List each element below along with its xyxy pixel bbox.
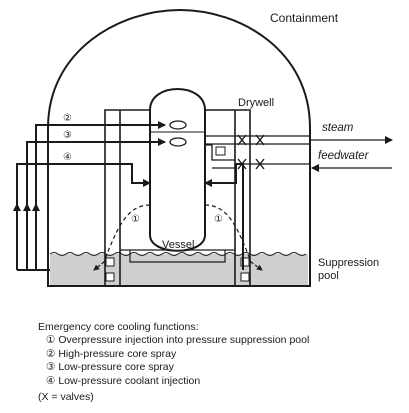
feedwater-valve-inner xyxy=(237,158,247,170)
feedwater-header xyxy=(205,144,235,169)
spray-nozzle-upper xyxy=(169,120,187,130)
feedwater-valve-outer xyxy=(255,158,265,170)
vent-left-lower xyxy=(105,272,115,282)
overpressure-path-right xyxy=(204,204,252,263)
vent-right-lower xyxy=(240,272,250,282)
vent-left-upper xyxy=(105,257,115,267)
overpressure-arrow-right xyxy=(250,261,263,271)
marker-line-3: ③ xyxy=(63,130,72,141)
line-high-pressure-spray xyxy=(35,121,166,270)
containment-outline xyxy=(47,8,311,287)
legend-item-4: ④ Low-pressure coolant injection xyxy=(46,374,201,387)
marker-line-4: ④ xyxy=(63,152,72,163)
pool-surface-wave xyxy=(49,252,307,256)
label-vessel: Vessel xyxy=(162,239,194,251)
legend-item-1: ① Overpressure injection into pressure s… xyxy=(46,334,310,347)
spray-nozzle-lower xyxy=(169,137,187,147)
legend-item-3: ③ Low-pressure core spray xyxy=(46,361,174,374)
marker-line-2: ② xyxy=(63,113,72,124)
check-valve xyxy=(215,146,226,156)
legend-item-2: ② High-pressure core spray xyxy=(46,347,177,360)
label-feedwater: feedwater xyxy=(318,150,370,162)
vent-right-upper xyxy=(240,257,250,267)
marker-line-1-right: ① xyxy=(214,214,223,225)
legend-title: Emergency core cooling functions: xyxy=(38,321,199,333)
label-suppression: Suppression xyxy=(318,257,379,269)
steam-valve-inner xyxy=(237,134,247,146)
overpressure-arrow-left xyxy=(93,261,105,271)
legend-note: (X = valves) xyxy=(38,391,94,404)
suppression-pool-water xyxy=(50,254,308,286)
label-containment: Containment xyxy=(270,11,339,25)
label-drywell: Drywell xyxy=(238,97,274,109)
steam-valve-outer xyxy=(255,134,265,146)
line-low-pressure-injection xyxy=(16,163,151,270)
label-steam: steam xyxy=(322,122,354,134)
reactor-vessel xyxy=(149,88,206,252)
overpressure-path-left xyxy=(103,204,151,263)
marker-line-1-left: ① xyxy=(131,214,140,225)
vessel-pedestal xyxy=(129,250,226,263)
label-pool: pool xyxy=(318,270,339,282)
legend: Emergency core cooling functions: ① Over… xyxy=(38,321,309,404)
